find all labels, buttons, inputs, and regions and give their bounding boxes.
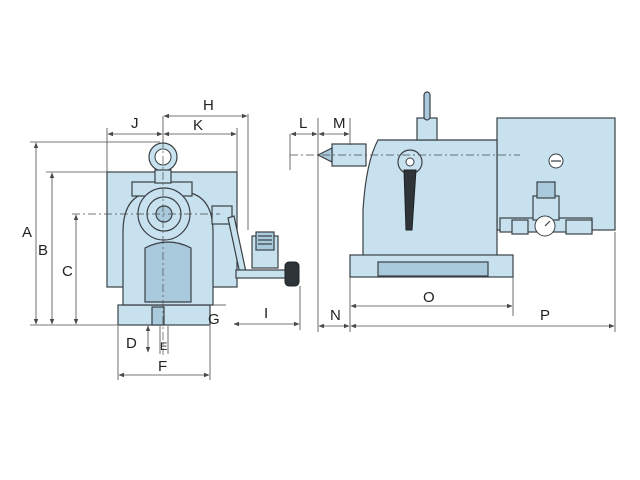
label-b: B <box>38 242 48 259</box>
label-n: N <box>330 307 341 324</box>
side-view <box>290 91 616 278</box>
front-body-window <box>144 241 192 303</box>
front-view <box>72 140 300 355</box>
label-o: O <box>423 289 435 306</box>
front-clamp-base <box>235 269 291 279</box>
front-base-slot <box>151 306 165 326</box>
label-e: E <box>160 341 167 353</box>
label-j: J <box>131 115 139 132</box>
front-side-block <box>211 205 233 225</box>
side-gauge-needle <box>544 220 551 227</box>
side-top-post <box>416 117 438 141</box>
label-c: C <box>62 263 73 280</box>
side-top-rod <box>423 91 431 121</box>
side-fitting-right <box>565 219 593 235</box>
side-back-plate <box>496 117 616 231</box>
label-a: A <box>22 224 32 241</box>
side-handle-center <box>405 157 415 167</box>
label-g: G <box>208 311 220 328</box>
label-f: F <box>158 358 167 375</box>
label-k: K <box>193 117 203 134</box>
label-l: L <box>299 115 307 132</box>
side-fitting-left <box>511 219 529 235</box>
front-regulator-cap <box>255 231 275 251</box>
side-dimensions: L M N O P <box>289 115 616 332</box>
label-d: D <box>126 335 137 352</box>
label-h: H <box>203 97 214 114</box>
side-base-foot <box>377 261 489 277</box>
side-handle-lever <box>403 169 417 231</box>
front-dimensions: A B C J H K D E F G <box>22 97 301 380</box>
label-i: I <box>264 305 268 322</box>
label-p: P <box>540 307 550 324</box>
side-regulator-cap <box>536 181 556 199</box>
label-m: M <box>333 115 346 132</box>
front-knob <box>284 261 300 287</box>
